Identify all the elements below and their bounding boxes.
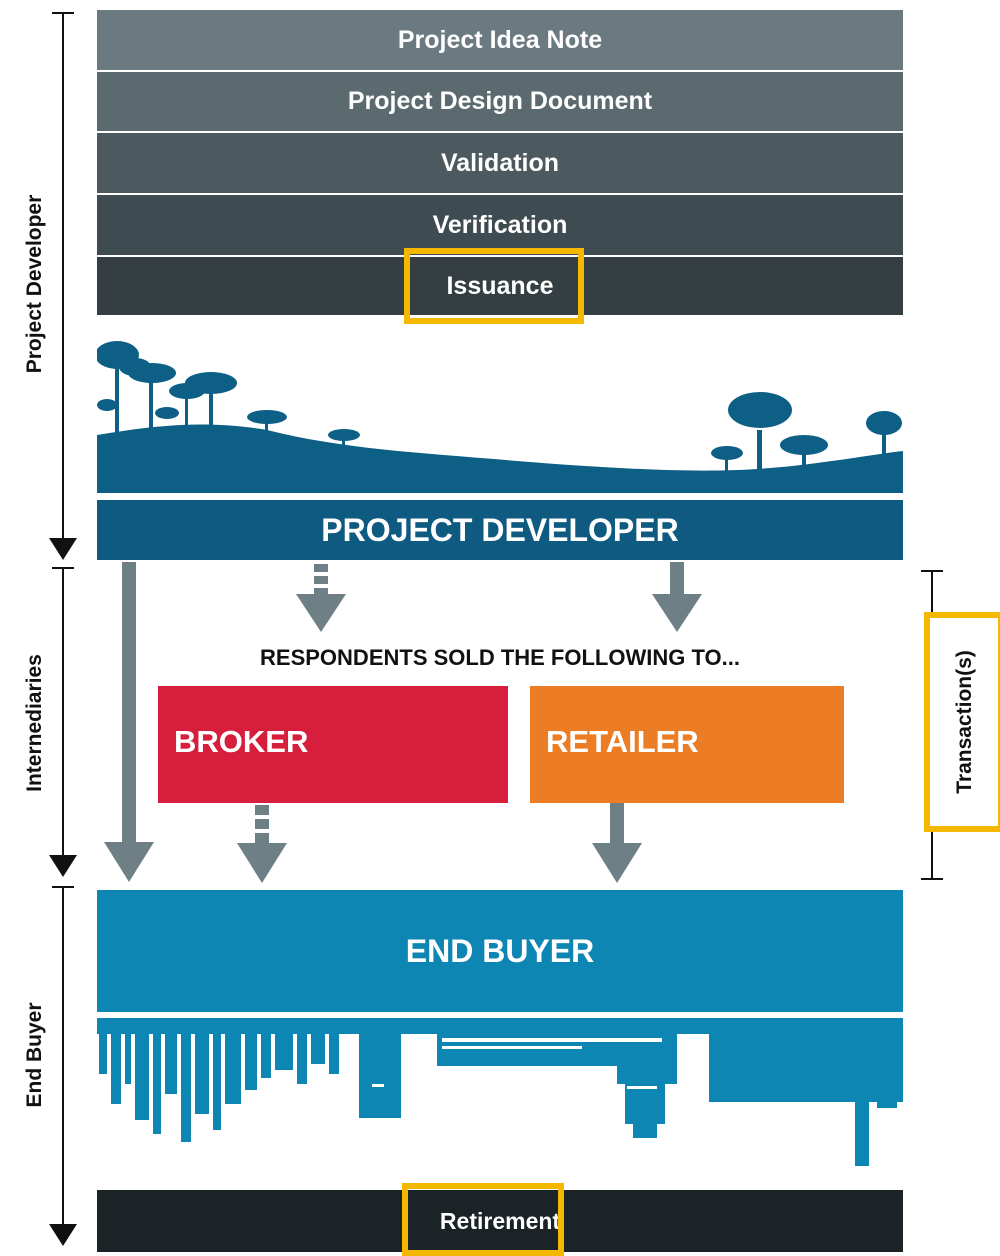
- timeline-project-developer-line: [62, 12, 64, 542]
- retailer-label: RETAILER: [546, 724, 699, 759]
- stage-project-idea-note: Project Idea Note: [97, 10, 903, 70]
- timeline-end-buyer-line: [62, 886, 64, 1228]
- stage-issuance: Issuance: [97, 257, 903, 315]
- arrow-developer-to-broker-dashed: [296, 564, 346, 632]
- retirement-label: Retirement: [439, 1207, 561, 1234]
- end-buyer-band: END BUYER: [97, 890, 903, 1012]
- arrow-developer-to-retailer: [652, 562, 702, 632]
- end-buyer-label: END BUYER: [405, 932, 595, 969]
- project-developer-band: PROJECT DEVELOPER: [97, 500, 903, 560]
- stage-project-design-document: Project Design Document: [97, 72, 903, 131]
- label-project-developer: Project Developer: [23, 194, 46, 374]
- timeline-arrow-down-2: [49, 855, 77, 877]
- retirement-band: Retirement: [97, 1190, 903, 1252]
- arrow-developer-to-end-buyer: [104, 562, 154, 882]
- label-end-buyer: End Buyer: [23, 1002, 46, 1108]
- timeline-intermediaries-line: [62, 567, 64, 857]
- broker-label: BROKER: [174, 724, 309, 759]
- stage-label: Project Idea Note: [397, 25, 603, 54]
- project-developer-label: PROJECT DEVELOPER: [321, 511, 679, 548]
- respondents-heading: RESPONDENTS SOLD THE FOLLOWING TO...: [260, 645, 740, 670]
- transactions-bottom-tick: [921, 878, 943, 880]
- timeline-arrow-down-1: [49, 538, 77, 560]
- city-skyline-illustration: [97, 1014, 903, 1166]
- arrow-retailer-to-end-buyer: [592, 803, 642, 883]
- issuance-highlight-box: [404, 248, 584, 324]
- retailer-box: RETAILER: [530, 686, 844, 803]
- timeline-arrow-down-3: [49, 1224, 77, 1246]
- landscape-illustration: [97, 341, 903, 497]
- stage-label: Verification: [432, 210, 568, 239]
- stage-verification: Verification: [97, 195, 903, 255]
- retirement-highlight-box: [402, 1183, 564, 1256]
- stage-label: Validation: [440, 148, 560, 177]
- label-transactions: Transaction(s): [953, 650, 976, 794]
- stage-label: Project Design Document: [347, 87, 653, 115]
- arrow-broker-to-end-buyer-dashed: [237, 805, 287, 883]
- stage-validation: Validation: [97, 133, 903, 193]
- transactions-highlight-box: [924, 612, 1000, 832]
- broker-box: BROKER: [158, 686, 508, 803]
- stage-label: Issuance: [446, 271, 554, 300]
- label-intermediaries: Internediaries: [23, 654, 46, 792]
